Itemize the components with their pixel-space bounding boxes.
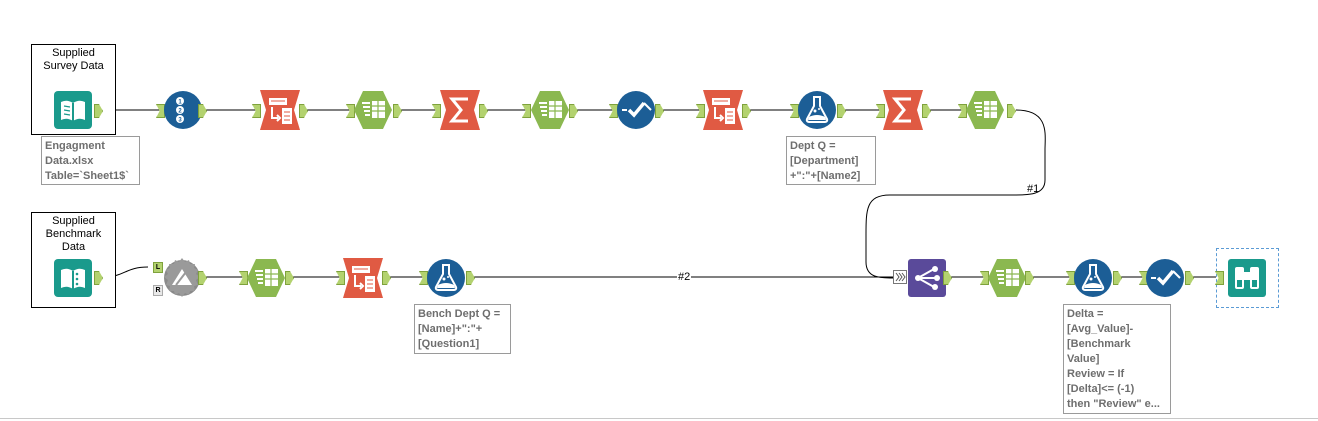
browse-tool[interactable] [1227,258,1267,298]
multi-input-anchor-icon [893,270,907,284]
output-anchor[interactable] [198,104,207,118]
formula-flask-icon [1074,259,1112,297]
join-left-anchor[interactable]: L [153,262,163,273]
summarize-tool[interactable] [440,90,480,130]
record-id-tool[interactable]: 1 2 3 [163,90,203,130]
output-anchor[interactable] [922,104,931,118]
summarize-icon [883,90,923,130]
output-anchor[interactable] [569,104,578,118]
summarize-tool[interactable] [883,90,923,130]
wire [865,109,1046,279]
union-multi-input-anchor[interactable] [893,270,907,284]
wire-label-2: #2 [677,271,692,283]
formula-flask-icon [427,259,465,297]
output-anchor[interactable] [94,271,103,285]
output-anchor[interactable] [479,104,488,118]
formula-tool[interactable] [426,258,466,298]
select-tool[interactable] [246,258,286,298]
union-icon [908,259,946,297]
select-tool[interactable] [965,90,1005,130]
annotation-bench-dept-q: Bench Dept Q = [Name]+":"+ [Question1] [414,304,511,354]
join-right-anchor[interactable]: R [153,285,163,296]
select-tool[interactable] [353,90,393,130]
input-book-icon [54,259,92,297]
output-anchor[interactable] [943,271,952,285]
output-anchor[interactable] [837,104,846,118]
formula-tool[interactable] [1073,258,1113,298]
canvas-bottom-border [0,418,1318,419]
transpose-tool[interactable] [343,258,383,298]
output-anchor[interactable] [1113,271,1122,285]
formula-tool[interactable] [797,90,837,130]
input-data-tool[interactable] [53,90,93,130]
output-anchor[interactable] [382,271,391,285]
input-data-tool[interactable] [53,258,93,298]
output-anchor[interactable] [393,104,402,118]
wire-label-1: #1 [1027,183,1040,195]
output-anchor[interactable] [1025,271,1034,285]
formula-flask-icon [798,91,836,129]
select-icon [988,259,1026,297]
select-icon [354,91,392,129]
transpose-tool[interactable] [260,90,300,130]
filter-tool[interactable] [616,90,656,130]
join-icon [164,258,200,297]
select-icon [247,259,285,297]
selection-outline [1216,248,1279,308]
browse-binoculars-icon [1228,259,1266,297]
output-anchor[interactable] [742,104,751,118]
output-anchor[interactable] [655,104,664,118]
select-icon [531,91,569,129]
summarize-icon [440,90,480,130]
transpose-icon [343,258,383,298]
select-tool[interactable] [987,258,1027,298]
output-anchor[interactable] [299,104,308,118]
transpose-tool[interactable] [703,90,743,130]
annotation-survey-input: Engagment Data.xlsx Table=`Sheet1$` [41,136,140,185]
output-anchor[interactable] [198,271,207,285]
container-title: Supplied Benchmark Data [45,215,102,253]
svg-text:1: 1 [178,100,182,106]
filter-check-icon [617,91,655,129]
record-id-icon: 1 2 3 [164,91,202,129]
svg-text:2: 2 [178,109,182,115]
select-icon [966,91,1004,129]
filter-tool[interactable] [1145,258,1185,298]
annotation-dept-q: Dept Q = [Department] +":"+[Name2] [786,136,876,185]
output-anchor[interactable] [466,271,475,285]
select-tool[interactable] [530,90,570,130]
transpose-icon [703,90,743,130]
container-title: Supplied Survey Data [43,47,104,72]
output-anchor[interactable] [1007,104,1016,118]
union-tool[interactable] [907,258,947,298]
output-anchor[interactable] [94,104,103,118]
input-book-icon [54,91,92,129]
transpose-icon [260,90,300,130]
annotation-delta: Delta = [Avg_Value]- [Benchmark Value] R… [1063,304,1171,414]
join-tool[interactable] [162,258,202,298]
filter-check-icon [1146,259,1184,297]
output-anchor[interactable] [1185,271,1194,285]
output-anchor[interactable] [285,271,294,285]
svg-text:3: 3 [178,118,182,124]
